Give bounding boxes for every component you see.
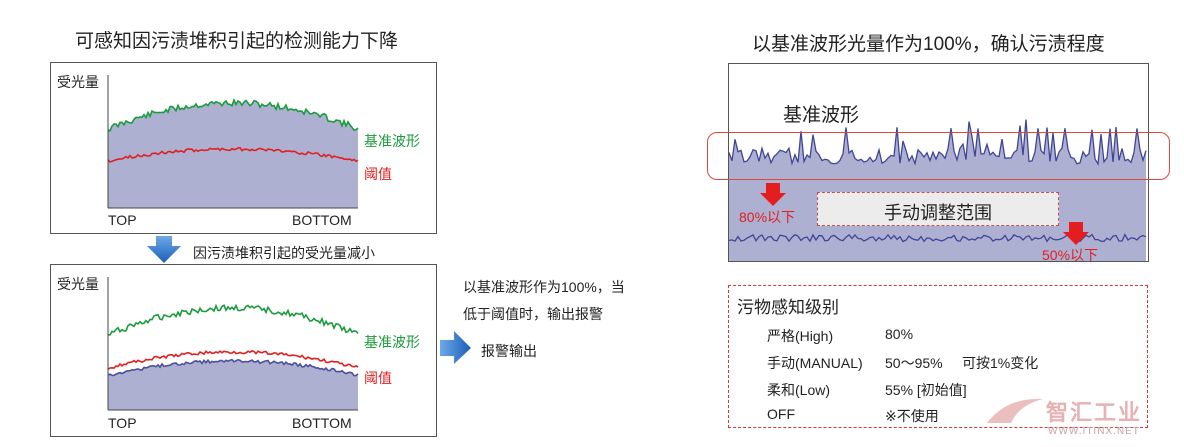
pct80-label: 80%以下	[739, 209, 796, 225]
legend-row-off-value: ※不使用	[885, 408, 939, 424]
top-chart-y-label: 受光量	[57, 74, 99, 90]
bottom-chart-panel: 受光量 基准波形 阈值 TOP BOTTOM	[50, 264, 437, 437]
bottom-chart-x-end: BOTTOM	[292, 415, 352, 431]
legend-row-low-name: 柔和(Low)	[767, 382, 831, 398]
down-arrow-80-icon	[760, 183, 786, 206]
bottom-chart-threshold-line	[107, 350, 359, 371]
top-chart-x-end: BOTTOM	[292, 212, 352, 228]
bottom-chart-y-label: 受光量	[57, 276, 99, 292]
down-arrow-50-icon	[1063, 222, 1089, 245]
right-arrow-icon	[440, 331, 471, 364]
alarm-note-line2: 低于阈值时，输出报警	[463, 306, 603, 322]
watermark-brand: 智汇工业	[1046, 400, 1143, 425]
bottom-chart-signal-area	[108, 359, 358, 410]
legend-row-off-name: OFF	[767, 406, 795, 422]
top-chart-signal-area	[108, 100, 358, 208]
manual-range-label: 手动调整范围	[884, 203, 992, 223]
top-chart-threshold-label: 阈值	[364, 166, 392, 182]
right-title: 以基准波形光量作为100%，确认污渍程度	[752, 34, 1105, 55]
bottom-chart-reference-line	[107, 303, 359, 336]
top-chart-plot	[107, 75, 359, 209]
legend-row-manual-name: 手动(MANUAL)	[767, 355, 863, 371]
top-chart-threshold-line	[107, 146, 359, 163]
legend-row-high-name: 严格(High)	[767, 328, 834, 344]
reference-highlight-box	[707, 132, 1170, 180]
bottom-chart-threshold-label: 阈值	[364, 370, 392, 386]
bottom-chart-reduced-signal-line	[107, 358, 359, 377]
alarm-note-line1: 以基准波形作为100%，当	[463, 279, 625, 295]
down-arrow-icon	[147, 236, 181, 263]
legend-row-manual-note: 可按1%变化	[962, 355, 1039, 371]
manual-range-box: 手动调整范围	[817, 192, 1059, 226]
detection-level-legend: 污物感知级别 严格(High) 80% 手动(MANUAL) 50～95% 可按…	[728, 285, 1148, 428]
reference-waveform-label: 基准波形	[783, 105, 860, 126]
top-chart-x-start: TOP	[108, 212, 137, 228]
watermark-url: WWW.ITINX.NET	[1048, 426, 1140, 437]
left-title: 可感知因污渍堆积引起的检测能力下降	[75, 31, 399, 52]
legend-row-manual-value: 50～95%	[885, 355, 943, 371]
bottom-chart-reference-label: 基准波形	[364, 334, 420, 350]
bottom-chart-x-start: TOP	[108, 415, 137, 431]
bottom-chart-plot	[107, 277, 359, 411]
legend-row-high-value: 80%	[885, 326, 914, 342]
alarm-output-label: 报警输出	[481, 343, 537, 359]
top-chart-panel: 受光量 基准波形 阈值 TOP BOTTOM	[50, 62, 437, 234]
right-chart-panel: 基准波形 手动调整范围 80%以下 50%以下	[728, 63, 1149, 263]
legend-row-low-value: 55% [初始值]	[885, 382, 967, 398]
reduction-caption: 因污渍堆积引起的受光量减小	[193, 245, 375, 261]
watermark-logo-icon	[987, 398, 1043, 423]
top-chart-reference-label: 基准波形	[364, 133, 420, 149]
pct50-label: 50%以下	[1042, 247, 1099, 263]
top-chart-reference-line	[107, 97, 359, 132]
right-chart-reference-waveform	[729, 119, 1147, 166]
legend-heading: 污物感知级别	[737, 298, 839, 317]
